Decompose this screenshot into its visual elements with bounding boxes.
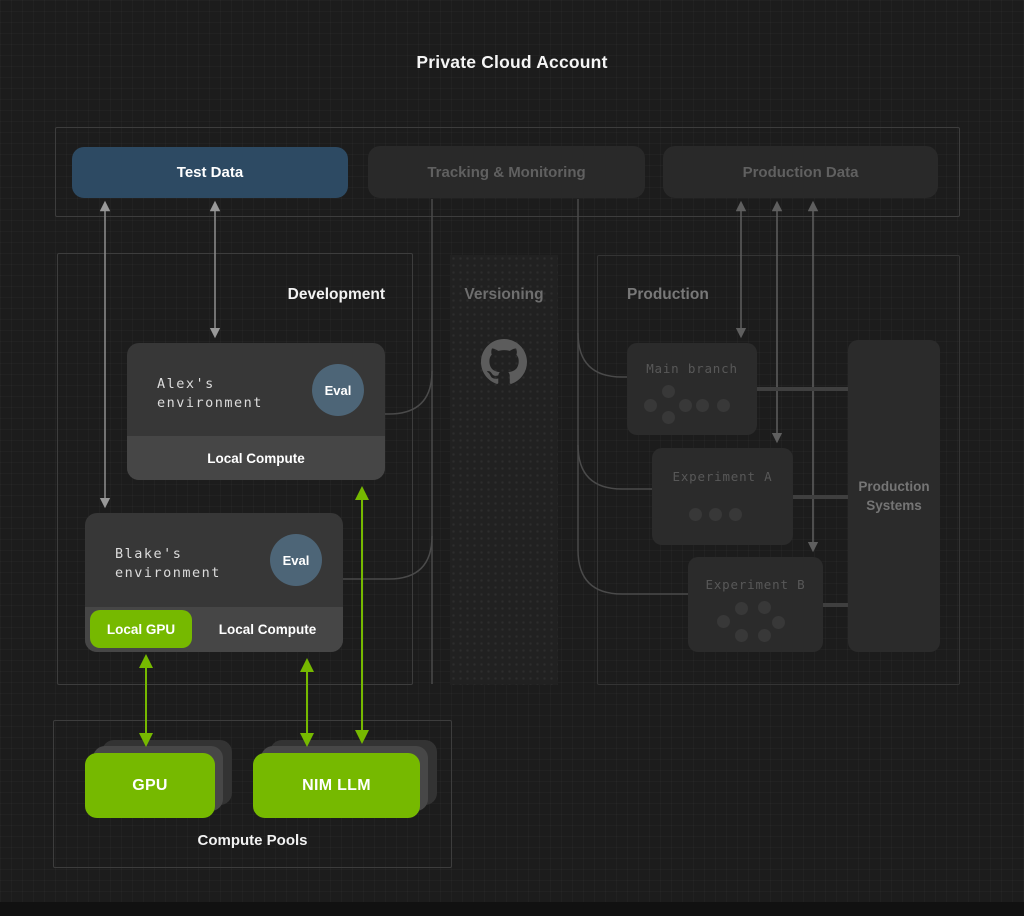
blake-environment-name: Blake's environment (115, 546, 221, 581)
production-label: Production (627, 286, 709, 303)
gpu-label: GPU (132, 776, 168, 794)
experiment-a-card: Experiment A (652, 448, 793, 545)
blake-local-gpu-pill: Local GPU (90, 610, 192, 648)
blake-eval-badge: Eval (270, 534, 322, 586)
experiment-b-label: Experiment B (705, 577, 806, 592)
versioning-label: Versioning (464, 286, 544, 303)
production-systems-label: Production Systems (858, 479, 930, 513)
main-branch-label: Main branch (646, 361, 738, 376)
commit-dot (717, 399, 730, 412)
experiment-b-card: Experiment B (688, 557, 823, 652)
compute-pools-label: Compute Pools (197, 832, 308, 849)
bottom-edge-bar (0, 902, 1024, 916)
blake-environment-card: Blake's environment Eval Local Compute L… (85, 513, 343, 652)
data-layer-container (55, 127, 960, 217)
commit-dot (735, 629, 748, 642)
development-label: Development (287, 286, 385, 303)
blake-local-compute: Local Compute (218, 622, 317, 637)
github-icon (481, 339, 527, 384)
commit-dot (662, 385, 675, 398)
nim-llm-card: NIM LLM (253, 753, 420, 818)
gpu-card: GPU (85, 753, 215, 818)
commit-dot (735, 602, 748, 615)
test-data-label: Test Data (176, 164, 244, 181)
commit-dot (772, 616, 785, 629)
test-data-pill: Test Data (72, 147, 348, 198)
alex-environment-name: Alex's environment (157, 376, 263, 411)
main-branch-card: Main branch (627, 343, 757, 435)
development-container (57, 253, 413, 685)
alex-eval-badge: Eval (312, 364, 364, 416)
blake-env-footer: Local Compute Local GPU (85, 607, 343, 652)
commit-dot (662, 411, 675, 424)
commit-dot (758, 601, 771, 614)
tracking-monitoring-label: Tracking & Monitoring (427, 163, 586, 181)
tracking-monitoring-pill: Tracking & Monitoring (368, 146, 645, 198)
production-data-pill: Production Data (663, 146, 938, 198)
compute-pools-container (53, 720, 452, 868)
page-title: Private Cloud Account (416, 52, 608, 72)
commit-dot (729, 508, 742, 521)
commit-dot (689, 508, 702, 521)
commit-dot (679, 399, 692, 412)
commit-dot (758, 629, 771, 642)
commit-dot (709, 508, 722, 521)
nim-llm-label: NIM LLM (302, 776, 371, 794)
alex-local-compute: Local Compute (127, 436, 385, 480)
commit-dot (644, 399, 657, 412)
production-systems-box: Production Systems (848, 340, 940, 652)
versioning-container (450, 255, 558, 685)
experiment-a-label: Experiment A (672, 469, 773, 484)
production-data-label: Production Data (742, 163, 859, 181)
alex-environment-card: Alex's environment Eval Local Compute (127, 343, 385, 480)
commit-dot (717, 615, 730, 628)
commit-dot (696, 399, 709, 412)
